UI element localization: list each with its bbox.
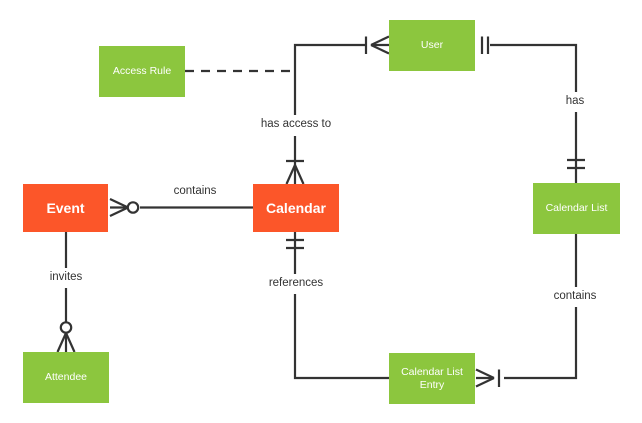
cardinality-zero-circle — [59, 321, 73, 334]
edge-calendar-references-entry — [286, 232, 389, 380]
edge-event-invites-attendee — [56, 232, 76, 353]
entity-access-rule[interactable]: Access Rule — [99, 46, 185, 97]
edge-user-has-calendar-list — [480, 36, 585, 183]
entity-event[interactable]: Event — [23, 184, 108, 232]
edge-user-has-access-to-calendar — [285, 35, 390, 185]
relationship-label-has-access-to: has access to — [258, 118, 334, 130]
edge-calendar-list-contains-entry — [475, 234, 578, 388]
relationship-label-invites: invites — [47, 271, 85, 283]
entity-label: Calendar List Entry — [401, 366, 463, 391]
cardinality-crowsfoot — [285, 164, 305, 185]
entity-label: Access Rule — [112, 65, 172, 78]
entity-calendar-list-entry[interactable]: Calendar List Entry — [389, 353, 475, 404]
entity-label: Calendar — [266, 199, 326, 216]
relationship-label-contains-list-entry: contains — [551, 290, 599, 302]
entity-attendee[interactable]: Attendee — [23, 352, 109, 403]
entity-label: User — [420, 39, 444, 52]
entity-user[interactable]: User — [389, 20, 475, 71]
relationship-label-contains-event-calendar: contains — [171, 185, 219, 197]
entity-label: Event — [46, 199, 85, 216]
entity-calendar-list[interactable]: Calendar List — [533, 183, 620, 234]
cardinality-crowsfoot — [109, 198, 129, 217]
cardinality-crowsfoot — [370, 35, 390, 55]
cardinality-crowsfoot — [475, 368, 495, 388]
relationship-label-references: references — [266, 277, 326, 289]
entity-label: Attendee — [44, 371, 88, 384]
entity-label: Calendar List — [545, 202, 608, 215]
entity-calendar[interactable]: Calendar — [253, 184, 339, 232]
cardinality-zero-circle — [126, 201, 140, 214]
cardinality-crowsfoot — [56, 332, 76, 353]
relationship-label-has: has — [563, 95, 587, 107]
edge-event-contains-calendar — [109, 198, 253, 217]
